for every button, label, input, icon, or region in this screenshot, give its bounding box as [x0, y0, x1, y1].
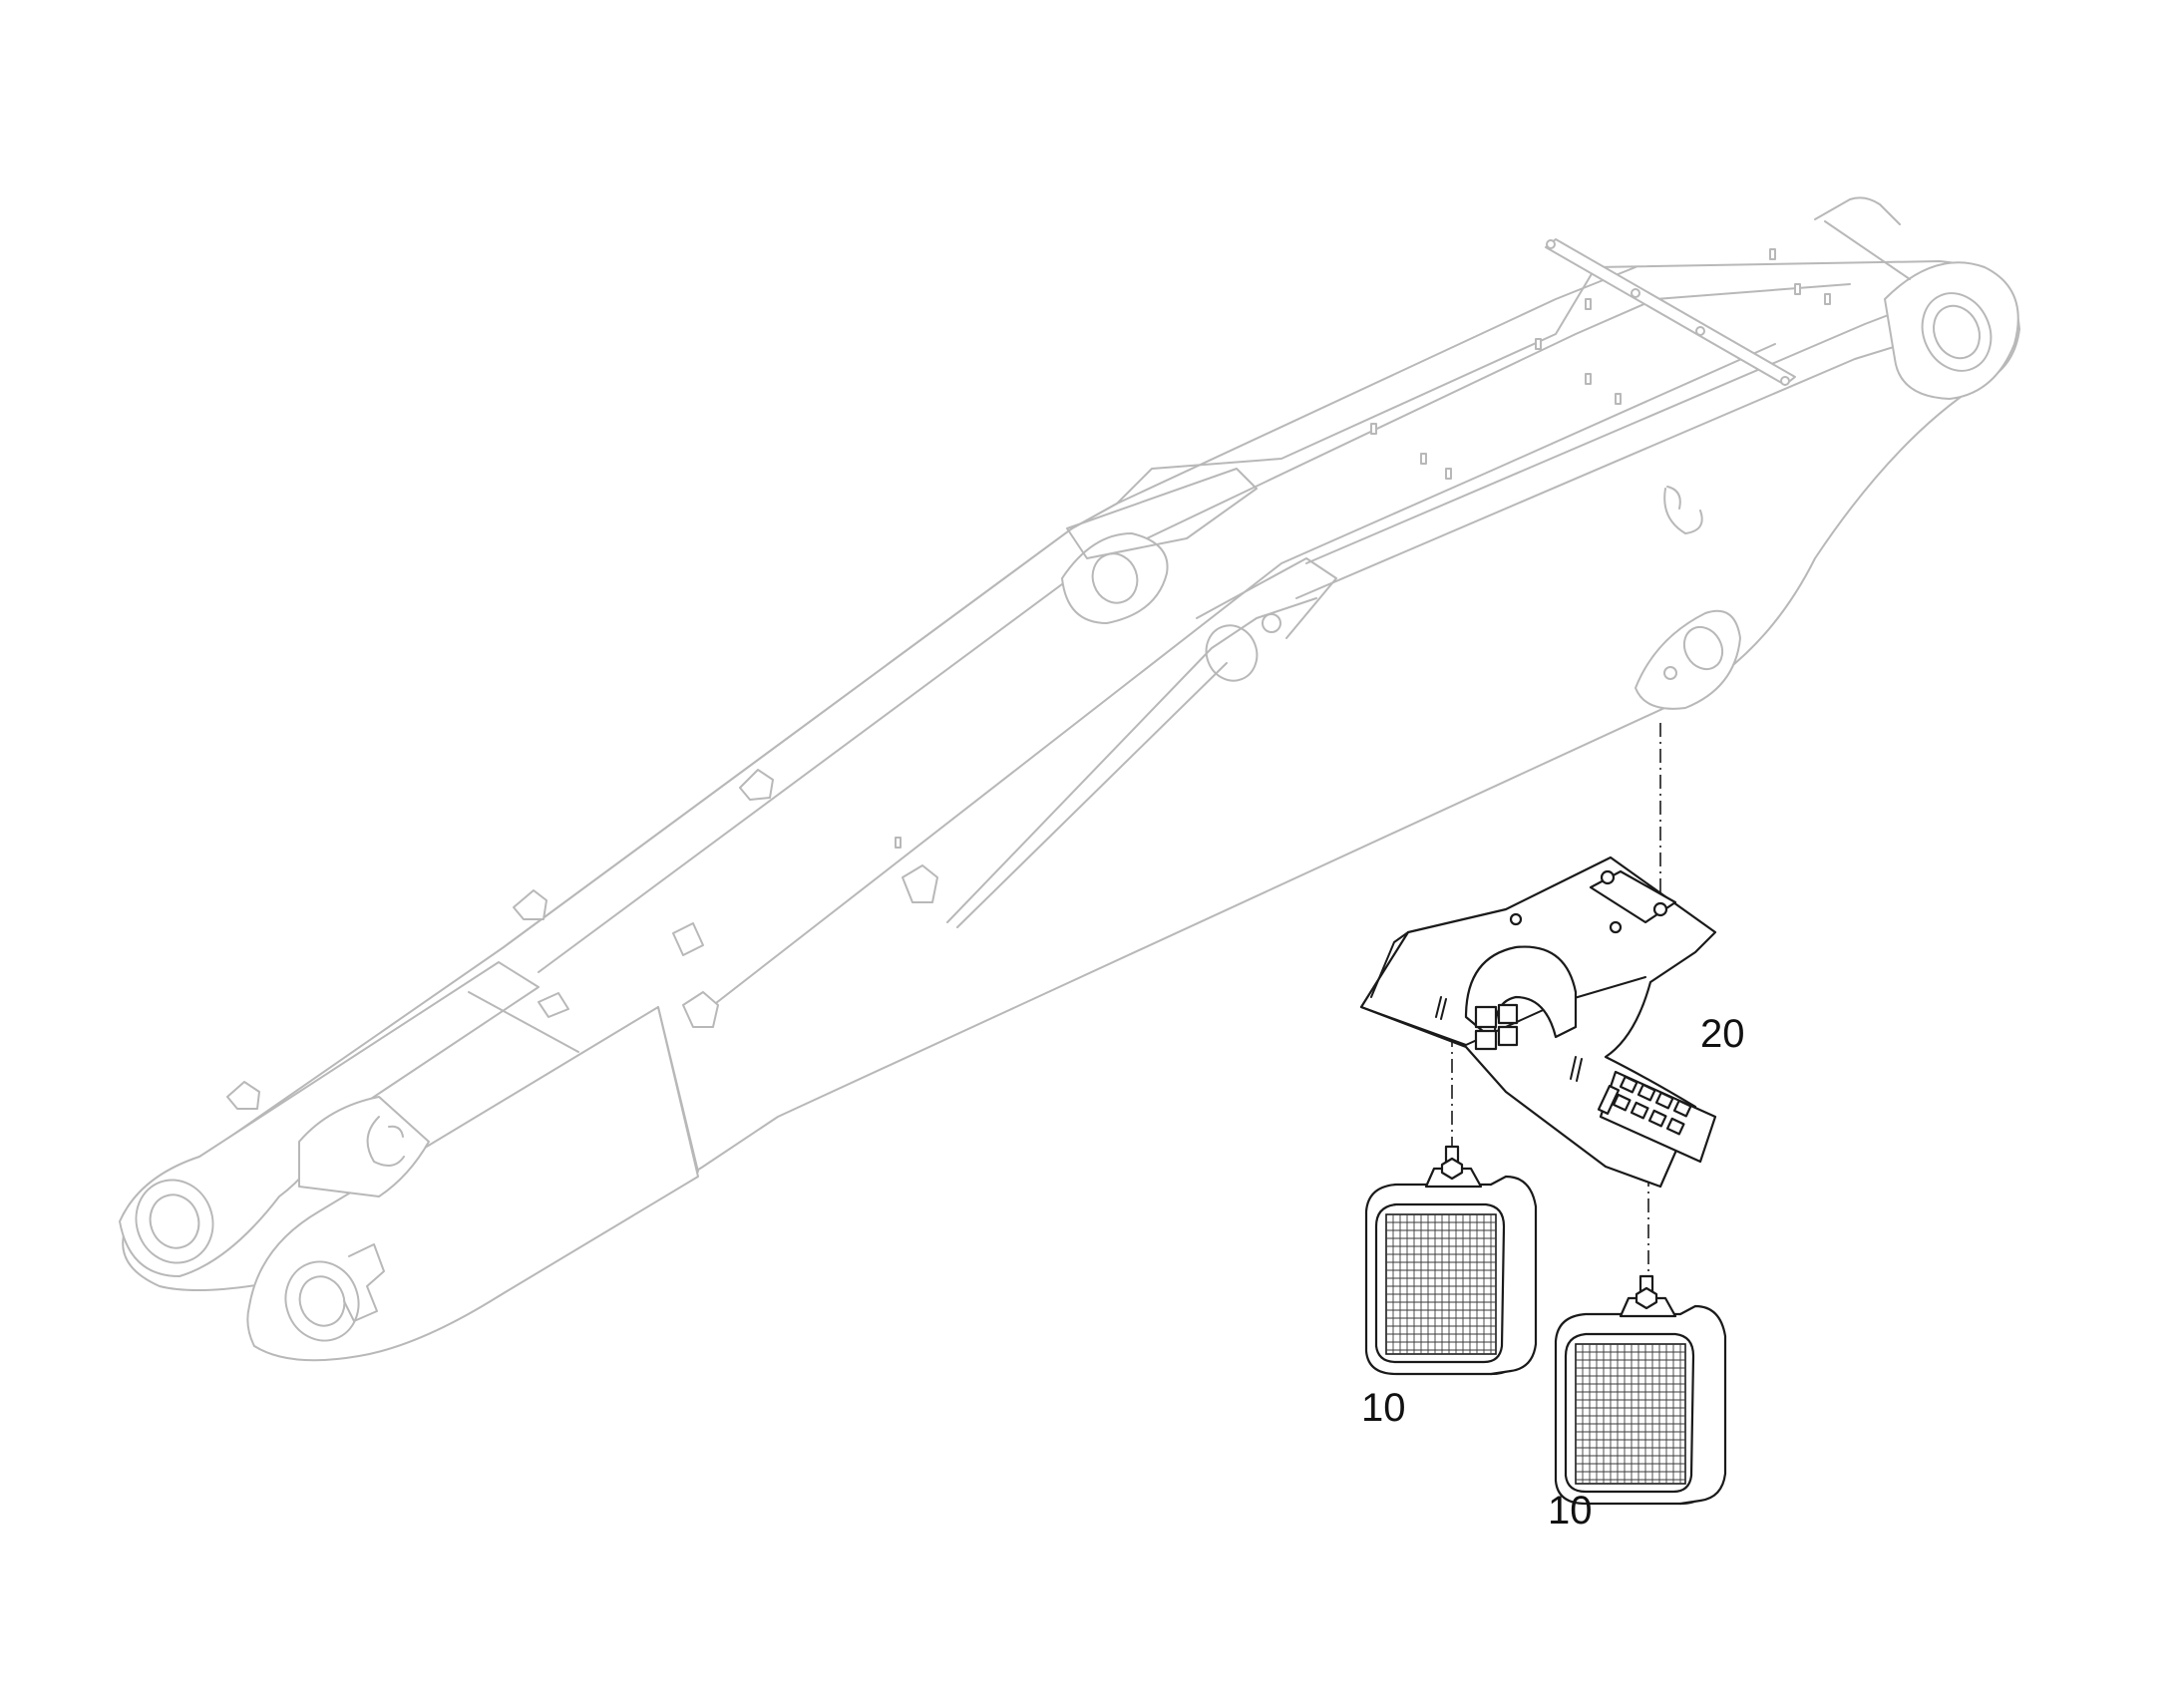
bracket-bolt-holes [1509, 912, 1623, 934]
bracket-lower-grid [1597, 1070, 1717, 1164]
boom-top-rail-upper [503, 266, 1636, 948]
boom-lower-lug-hole [1682, 625, 1724, 671]
boom-mid-gusset [1066, 468, 1258, 559]
boom-top-studs [895, 248, 1831, 849]
work-lamp-right [1554, 1274, 1727, 1506]
boom-assembly [119, 196, 2020, 1362]
boom-fork-hook [366, 1116, 405, 1167]
boom-lifting-eye [1663, 486, 1703, 534]
callout-lamp-lower: 10 [1548, 1489, 1593, 1533]
boom-left-fork-edge-2 [468, 991, 579, 1053]
bracket-mount-block [1589, 869, 1677, 924]
boom-right-end-top [1814, 196, 1901, 225]
bracket-side-flange [1370, 931, 1409, 998]
callout-lamp-upper: 10 [1361, 1386, 1406, 1430]
lamp-right-nut [1635, 1286, 1658, 1310]
boom-side-boss-pin [1262, 613, 1281, 633]
lamp-right-grille-lines [1576, 1344, 1685, 1484]
lamp-left-grille-lines [1386, 1214, 1496, 1354]
boom-left-pin-inner-front [298, 1275, 346, 1327]
boom-left-front-bracket [343, 1243, 385, 1322]
boom-side-boss-hole [1205, 624, 1259, 682]
bracket-lens-windows [1474, 1003, 1519, 1051]
boom-cross-bar [1545, 238, 1796, 386]
boom-left-fork-front [246, 1006, 699, 1362]
boom-side-boss-plate [1196, 557, 1337, 639]
boom-top-rail-lower [538, 283, 1851, 973]
boom-left-pin-inner-rear [149, 1194, 200, 1249]
callout-bracket: 20 [1700, 1012, 1745, 1056]
boom-lower-lug-bolt [1663, 666, 1677, 680]
lamp-left-nut [1440, 1157, 1464, 1181]
boom-right-end-edge [1824, 220, 1911, 280]
bracket-slots [1435, 996, 1583, 1082]
lamp-mounting-bracket [1359, 855, 1717, 1189]
lamp-left-grille [1385, 1213, 1497, 1355]
boom-diagonal-strip [946, 597, 1317, 923]
work-lamp-left [1364, 1145, 1538, 1376]
boom-diagonal-strip-2 [956, 662, 1228, 928]
boom-left-fork-edge [657, 1006, 699, 1173]
boom-top-rail-inner [697, 343, 1776, 1018]
lamp-right-grille [1575, 1343, 1686, 1485]
boom-right-pin-inner [1933, 304, 1981, 360]
boom-fork-cutout [298, 1096, 430, 1197]
